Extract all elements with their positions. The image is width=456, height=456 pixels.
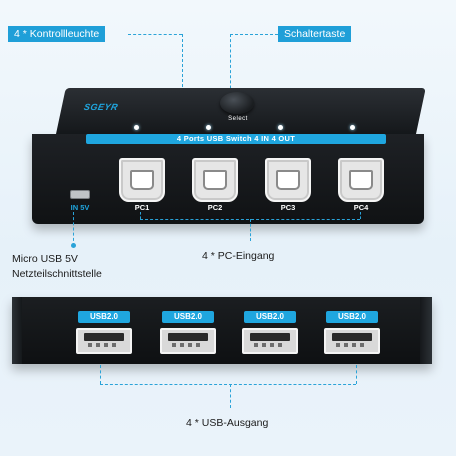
usb-output-bracket-stem <box>230 384 231 408</box>
led-2 <box>206 125 211 130</box>
micro-usb-callout-line2: Netzteilschnittstelle <box>12 268 102 280</box>
usb-port-label-3: USB2.0 <box>244 311 296 323</box>
micro-usb-callout-line <box>73 212 74 246</box>
select-button[interactable] <box>220 92 254 114</box>
micro-usb-port[interactable] <box>70 190 90 199</box>
led-callout-line-v <box>182 34 183 122</box>
switch-callout-line <box>230 34 278 35</box>
usb-output-bracket-right <box>356 365 357 384</box>
usb-a-port-1[interactable] <box>76 328 132 354</box>
usb-output-callout: 4 * USB-Ausgang <box>186 417 269 429</box>
usb-b-port-pc2[interactable] <box>192 158 238 202</box>
pc-input-callout: 4 * PC-Eingang <box>202 250 275 262</box>
usb-output-3: USB2.0 <box>242 311 298 359</box>
usb-b-port-pc1[interactable] <box>119 158 165 202</box>
usb-b-port-pc3[interactable] <box>265 158 311 202</box>
pc-input-bracket-left <box>140 212 141 219</box>
usb-port-label-1: USB2.0 <box>78 311 130 323</box>
pc-port-label-2: PC2 <box>207 203 223 212</box>
switch-callout-line-v <box>230 34 231 104</box>
select-label: Select <box>228 116 248 122</box>
label-strip-text: 4 Ports USB Switch 4 IN 4 OUT <box>176 134 296 143</box>
usb-switch-device-back-view: USB2.0 USB2.0 USB2.0 USB2.0 <box>12 297 432 364</box>
pc-port-label-1: PC1 <box>134 203 150 212</box>
power-port-label: IN 5V <box>70 203 90 212</box>
micro-usb-callout-dot <box>71 243 76 248</box>
led-4 <box>350 125 355 130</box>
pc-port-label-3: PC3 <box>280 203 296 212</box>
usb-b-port-pc4[interactable] <box>338 158 384 202</box>
usb-a-port-4[interactable] <box>324 328 380 354</box>
pc-input-bracket-stem <box>250 219 251 241</box>
usb-output-bracket <box>100 384 356 385</box>
micro-usb-callout-line1: Micro USB 5V <box>12 253 78 265</box>
led-3 <box>278 125 283 130</box>
usb-output-1: USB2.0 <box>76 311 132 359</box>
led-1 <box>134 125 139 130</box>
usb-switch-device-top-view: SGEYR Select 4 Ports USB Switch 4 IN 4 O… <box>26 88 426 224</box>
brand-logo: SGEYR <box>82 102 120 112</box>
usb-port-label-2: USB2.0 <box>162 311 214 323</box>
switch-button-callout: Schaltertaste <box>278 26 352 42</box>
label-strip <box>86 134 386 144</box>
usb-output-4: USB2.0 <box>324 311 380 359</box>
usb-a-port-2[interactable] <box>160 328 216 354</box>
usb-output-2: USB2.0 <box>160 311 216 359</box>
pc-input-bracket-right <box>360 212 361 219</box>
usb-port-label-4: USB2.0 <box>326 311 378 323</box>
usb-output-bracket-left <box>100 365 101 384</box>
pc-port-label-4: PC4 <box>353 203 369 212</box>
led-indicator-callout: 4 * Kontrollleuchte <box>8 26 106 42</box>
usb-a-port-3[interactable] <box>242 328 298 354</box>
led-callout-line <box>128 34 182 35</box>
